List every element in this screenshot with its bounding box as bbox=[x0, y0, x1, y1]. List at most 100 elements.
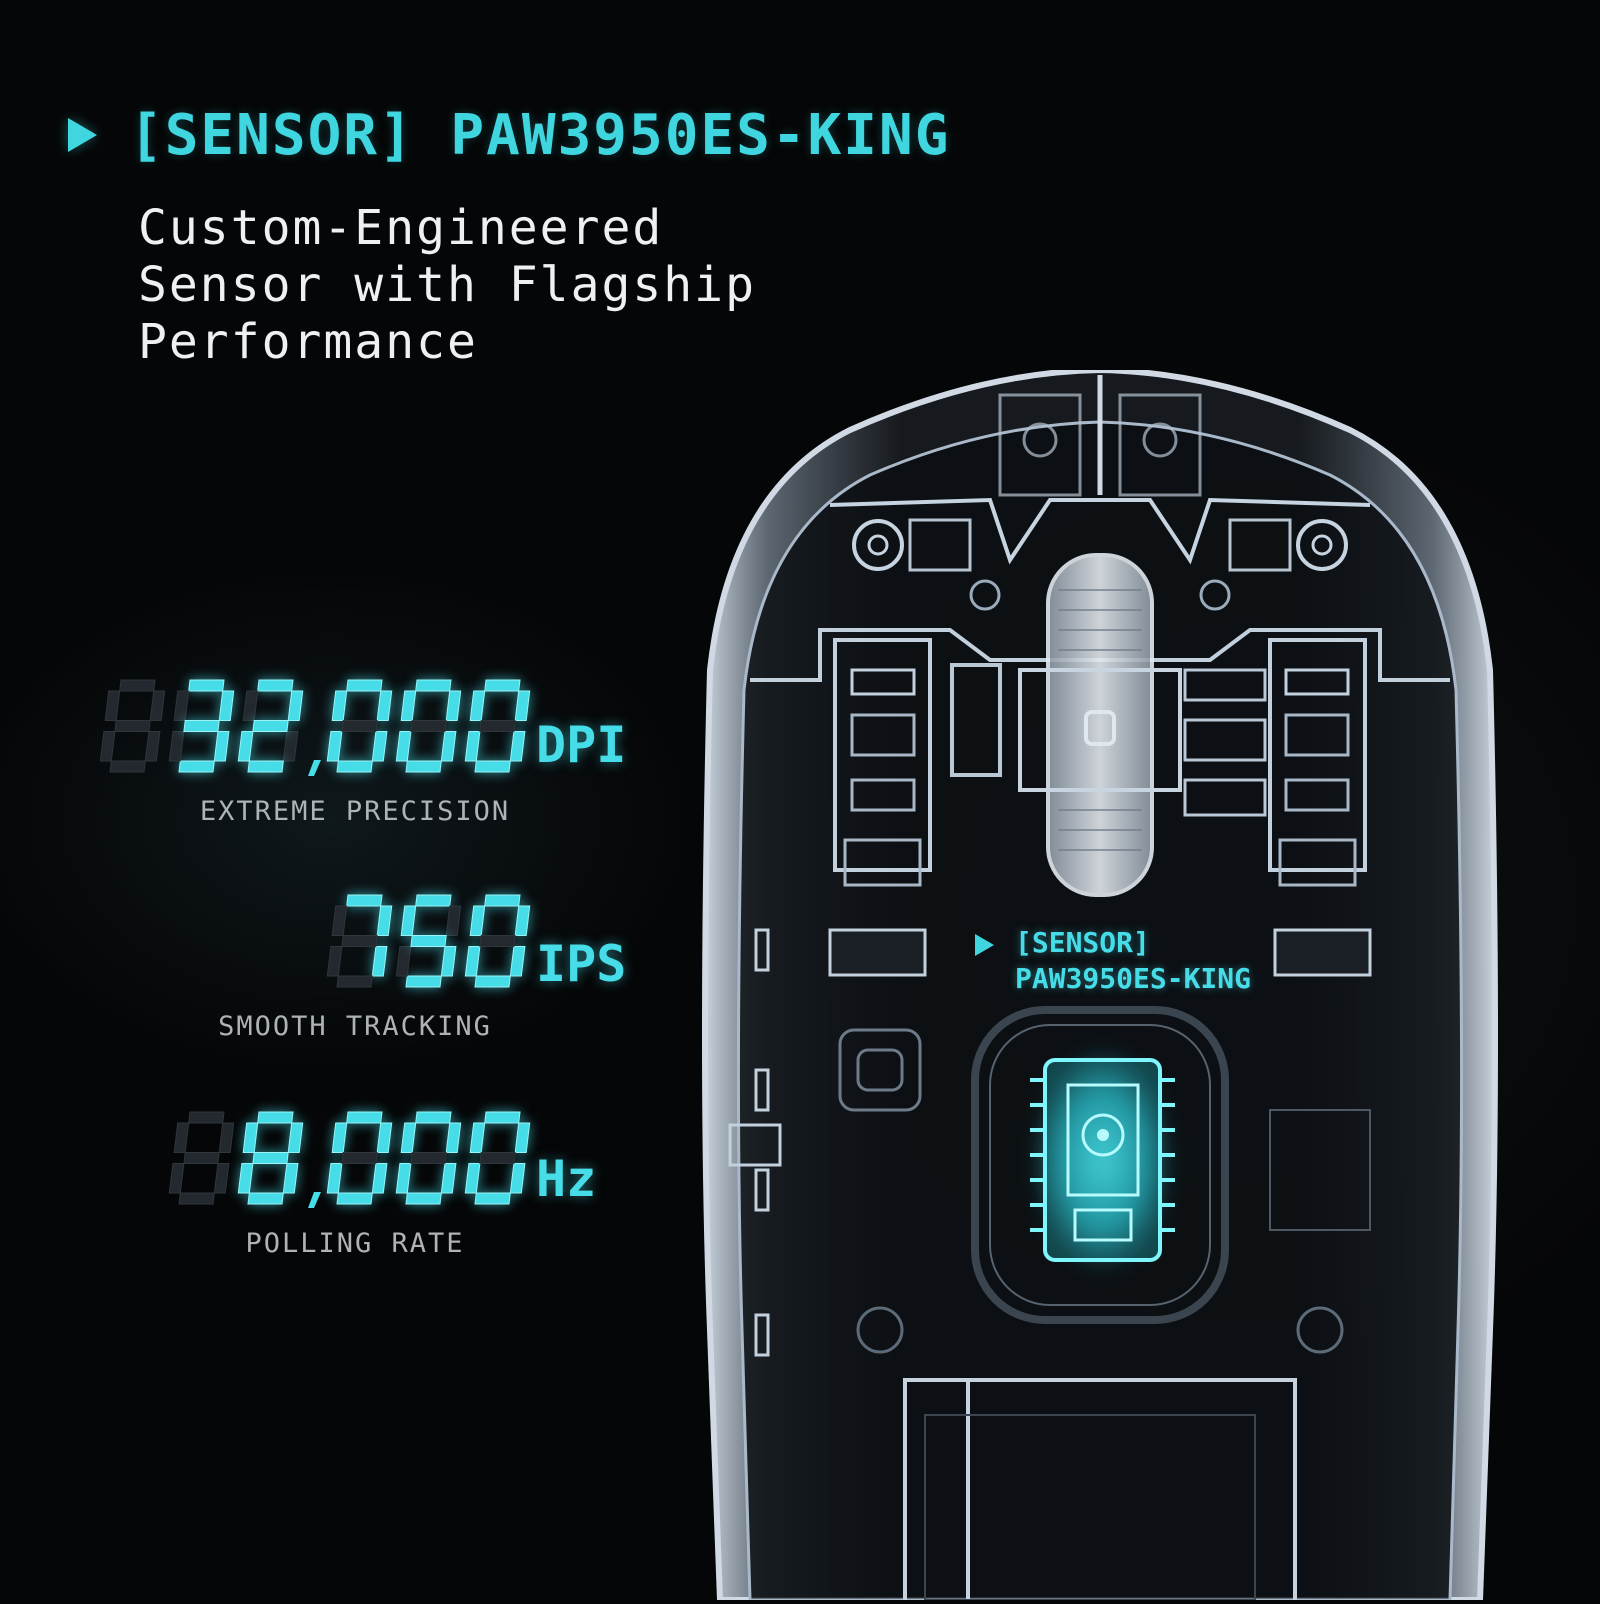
segment-lit bbox=[484, 1111, 521, 1124]
segment-unlit bbox=[395, 946, 412, 977]
segment-unlit bbox=[479, 1152, 516, 1164]
segment-lit bbox=[405, 1192, 442, 1205]
segment-unlit bbox=[445, 905, 462, 936]
headline-text: [SENSOR] PAW3950ES-KING bbox=[129, 102, 951, 168]
segment-lit bbox=[178, 760, 215, 773]
segment-lit bbox=[336, 760, 373, 773]
segment-lit bbox=[282, 1163, 299, 1194]
stat-caption: SMOOTH TRACKING bbox=[218, 1011, 492, 1042]
segment-lit bbox=[464, 1163, 481, 1194]
segment-lit bbox=[474, 760, 511, 773]
segment-lit bbox=[415, 679, 452, 692]
segment-unlit bbox=[168, 731, 185, 762]
segment-lit bbox=[514, 905, 531, 936]
segment-lit bbox=[346, 679, 383, 692]
segment-unlit bbox=[149, 690, 166, 721]
segment-unlit bbox=[114, 720, 151, 732]
segment-lit bbox=[415, 894, 452, 907]
callout-line: PAW3950ES-KING bbox=[1015, 962, 1252, 995]
segment-lit bbox=[445, 1122, 462, 1153]
segment-lit bbox=[376, 690, 393, 721]
segment-unlit bbox=[410, 1152, 447, 1164]
segment-lit bbox=[257, 679, 294, 692]
stat-caption: EXTREME PRECISION bbox=[199, 796, 511, 827]
segment-unlit bbox=[410, 720, 447, 732]
stat-ips: IPS SMOOTH TRACKING bbox=[120, 894, 640, 1045]
segment-unlit bbox=[218, 1122, 235, 1153]
seven-segment-display bbox=[168, 1111, 531, 1208]
segment-digits bbox=[326, 894, 531, 988]
stat-unit: DPI bbox=[536, 716, 627, 774]
segment-lit bbox=[405, 760, 442, 773]
segment-lit bbox=[469, 690, 486, 721]
segment-lit bbox=[509, 946, 526, 977]
segment-unlit bbox=[119, 679, 156, 692]
segment-lit bbox=[415, 1111, 452, 1124]
segment-lit bbox=[440, 731, 457, 762]
segment-lit bbox=[469, 1122, 486, 1153]
segment-lit bbox=[331, 1122, 348, 1153]
segment-unlit bbox=[173, 1122, 190, 1153]
segment-unlit bbox=[479, 720, 516, 732]
segment-lit bbox=[371, 946, 388, 977]
segment-lit bbox=[514, 1122, 531, 1153]
segment-digits bbox=[168, 1111, 531, 1208]
play-triangle-icon bbox=[975, 934, 994, 956]
segment-unlit bbox=[178, 1192, 215, 1205]
segment-lit bbox=[287, 690, 304, 721]
segment-unlit bbox=[173, 690, 190, 721]
segment-comma bbox=[308, 1192, 321, 1208]
segment-unlit bbox=[331, 905, 348, 936]
segment-unlit bbox=[183, 1152, 220, 1164]
segment-unlit bbox=[479, 935, 516, 947]
segment-lit bbox=[400, 690, 417, 721]
segment-lit bbox=[509, 731, 526, 762]
segment-lit bbox=[509, 1163, 526, 1194]
sensor-chip bbox=[1030, 1058, 1175, 1262]
segment-unlit bbox=[168, 1163, 185, 1194]
segment-lit bbox=[326, 1163, 343, 1194]
mouse-xray-svg bbox=[702, 366, 1498, 1604]
segment-lit bbox=[440, 946, 457, 977]
segment-lit bbox=[247, 760, 284, 773]
segment-lit bbox=[336, 1192, 373, 1205]
segment-lit bbox=[183, 720, 220, 732]
stat-caption: POLLING RATE bbox=[245, 1228, 465, 1259]
segment-unlit bbox=[99, 731, 116, 762]
segment-lit bbox=[474, 1192, 511, 1205]
segment-lit bbox=[252, 720, 289, 732]
segment-unlit bbox=[213, 1163, 230, 1194]
segment-unlit bbox=[341, 720, 378, 732]
subtitle-line: Custom-Engineered bbox=[138, 200, 664, 256]
segment-lit bbox=[395, 1163, 412, 1194]
segment-lit bbox=[469, 905, 486, 936]
subtitle: Custom-Engineered Sensor with Flagship P… bbox=[138, 200, 778, 371]
segment-lit bbox=[400, 1122, 417, 1153]
segment-comma bbox=[308, 760, 321, 776]
segment-lit bbox=[371, 1163, 388, 1194]
stat-unit: Hz bbox=[536, 1150, 597, 1208]
segment-lit bbox=[484, 679, 521, 692]
seven-segment-display bbox=[99, 679, 531, 776]
play-triangle-icon bbox=[68, 118, 97, 152]
segment-lit bbox=[376, 905, 393, 936]
segment-lit bbox=[410, 935, 447, 947]
segment-lit bbox=[400, 905, 417, 936]
segment-lit bbox=[257, 1111, 294, 1124]
segment-lit bbox=[213, 731, 230, 762]
stat-dpi: DPI EXTREME PRECISION bbox=[99, 679, 640, 840]
segment-unlit bbox=[341, 1152, 378, 1164]
segment-lit bbox=[188, 679, 225, 692]
segment-lit bbox=[514, 690, 531, 721]
segment-digits bbox=[99, 679, 531, 776]
stat-unit: IPS bbox=[536, 935, 627, 993]
segment-lit bbox=[237, 1163, 254, 1194]
segment-lit bbox=[331, 690, 348, 721]
segment-unlit bbox=[336, 975, 373, 988]
segment-lit bbox=[474, 975, 511, 988]
segment-lit bbox=[242, 1122, 259, 1153]
segment-lit bbox=[395, 731, 412, 762]
segment-lit bbox=[376, 1122, 393, 1153]
segment-lit bbox=[464, 946, 481, 977]
segment-lit bbox=[484, 894, 521, 907]
